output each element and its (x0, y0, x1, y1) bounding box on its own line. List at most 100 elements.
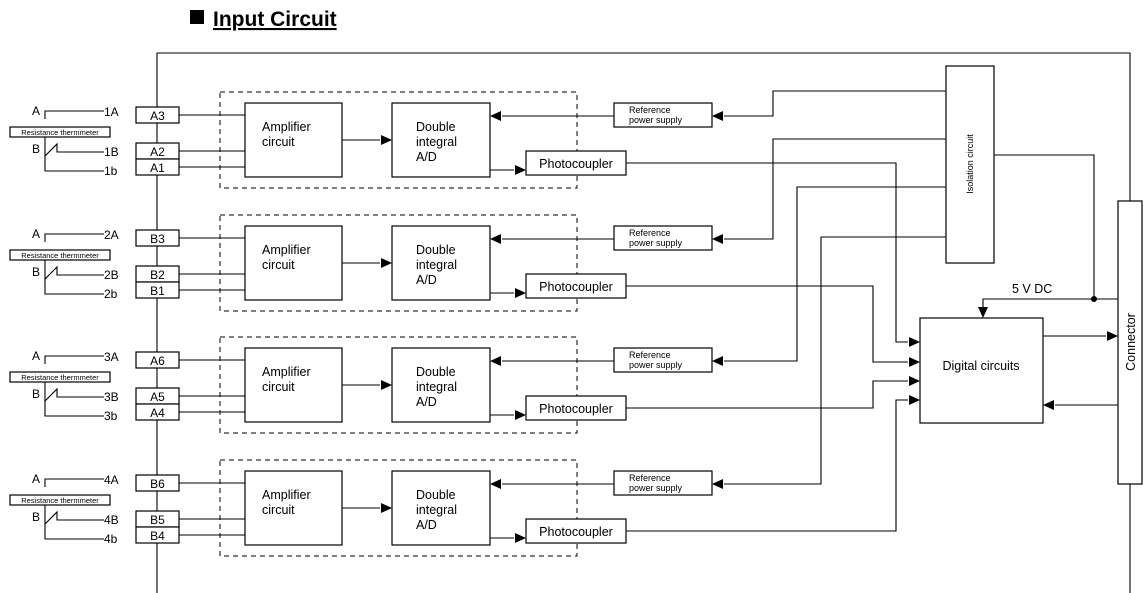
sensor-label-a: A (32, 349, 40, 363)
ad-converter-label: integral (416, 380, 457, 394)
channel-enclosure (219, 459, 578, 557)
wire-label-a: 4A (104, 473, 119, 487)
amplifier-label: Amplifier (262, 120, 311, 134)
sensor-wire-b-sense (44, 401, 104, 417)
arrow-left-icon (712, 111, 723, 121)
sensor-label-b: B (32, 265, 40, 279)
ad-converter-label: Double (416, 365, 456, 379)
arrow-right-icon (515, 533, 526, 543)
sensor-wire-b (44, 137, 104, 158)
photocoupler-label: Photocoupler (539, 402, 613, 416)
isolation-circuit-label: Isolation circuit (965, 134, 975, 194)
terminal-label: B1 (150, 284, 165, 298)
arrow-left-icon (490, 356, 501, 366)
photocoupler-4-to-digital (626, 399, 908, 532)
photocoupler-box (525, 150, 627, 176)
wire-label-b: 4B (104, 513, 119, 527)
sensor-label-b: B (32, 387, 40, 401)
arrow-left-icon (712, 479, 723, 489)
sensor-wire-b-sense (44, 279, 104, 295)
resistance-thermometer-label: Resistance thermmeter (21, 251, 99, 260)
wire-label-a: 3A (104, 350, 119, 364)
reference-supply-label: power supply (629, 115, 683, 125)
arrow-right-icon (515, 165, 526, 175)
amplifier-label: Amplifier (262, 243, 311, 257)
ad-converter-box (391, 225, 491, 301)
reference-supply-label: Reference (629, 350, 671, 360)
page-title: Input Circuit (213, 8, 337, 31)
reference-supply-label: power supply (629, 360, 683, 370)
amplifier-label: circuit (262, 135, 295, 149)
wire-label-b: 3B (104, 390, 119, 404)
ad-converter-label: A/D (416, 150, 437, 164)
sensor-wire-b (44, 260, 104, 281)
arrow-right-icon (381, 380, 392, 390)
terminal-label: A6 (150, 354, 165, 368)
ad-converter-box (391, 470, 491, 546)
wire-label-b-sense: 2b (104, 287, 118, 301)
amplifier-label: Amplifier (262, 488, 311, 502)
wire-label-a: 1A (104, 105, 119, 119)
photocoupler-label: Photocoupler (539, 525, 613, 539)
amplifier-label: circuit (262, 503, 295, 517)
photocoupler-3-to-digital (626, 380, 908, 409)
isolation-circuit-box (945, 65, 995, 264)
reference-supply-label: Reference (629, 105, 671, 115)
ad-converter-label: Double (416, 488, 456, 502)
arrow-right-icon (381, 503, 392, 513)
channel-enclosure (219, 336, 578, 434)
arrow-down-icon (978, 307, 988, 318)
digital-circuits-box (919, 317, 1044, 424)
resistance-thermometer-label: Resistance thermmeter (21, 496, 99, 505)
reference-supply-box (613, 470, 713, 496)
terminal-label: A1 (150, 161, 165, 175)
sensor-wire-b (44, 505, 104, 526)
sensor-wire-a (44, 233, 104, 242)
isolation-to-reference-4 (724, 236, 946, 485)
wire-label-b-sense: 4b (104, 532, 118, 546)
sensor-wire-b-sense (44, 156, 104, 172)
arrow-right-icon (909, 357, 920, 367)
module-frame-line (156, 52, 1131, 593)
ad-converter-label: A/D (416, 273, 437, 287)
terminal-label: B6 (150, 477, 165, 491)
amplifier-label: Amplifier (262, 365, 311, 379)
module-frame (156, 52, 1131, 593)
ad-converter-label: integral (416, 258, 457, 272)
resistance-thermometer-box (9, 249, 111, 261)
reference-supply-label: Reference (629, 228, 671, 238)
channel-enclosure (219, 214, 578, 312)
terminal-label: A5 (150, 390, 165, 404)
wire-label-b: 2B (104, 268, 119, 282)
ad-converter-label: A/D (416, 518, 437, 532)
terminal-label: A4 (150, 406, 165, 420)
reference-supply-label: power supply (629, 238, 683, 248)
arrow-right-icon (381, 135, 392, 145)
photocoupler-1-to-digital (626, 162, 908, 343)
sensor-label-a: A (32, 472, 40, 486)
reference-supply-label: Reference (629, 473, 671, 483)
arrow-right-icon (381, 258, 392, 268)
wire-label-b: 1B (104, 145, 119, 159)
terminal-label: A2 (150, 145, 165, 159)
wire-label-b-sense: 3b (104, 409, 118, 423)
sensor-wire-b-sense (44, 524, 104, 540)
ad-converter-label: A/D (416, 395, 437, 409)
arrow-right-icon (1107, 331, 1118, 341)
arrow-right-icon (515, 410, 526, 420)
connector-box (1117, 200, 1143, 485)
supply-5v-label: 5 V DC (1012, 282, 1052, 296)
terminal-label: B4 (150, 529, 165, 543)
arrow-left-icon (490, 111, 501, 121)
wire-label-b-sense: 1b (104, 164, 118, 178)
arrow-right-icon (515, 288, 526, 298)
reference-supply-box (613, 225, 713, 251)
sensor-label-b: B (32, 510, 40, 524)
reference-supply-box (613, 102, 713, 128)
sensor-wire-b (44, 382, 104, 403)
photocoupler-2-to-digital (626, 285, 908, 363)
